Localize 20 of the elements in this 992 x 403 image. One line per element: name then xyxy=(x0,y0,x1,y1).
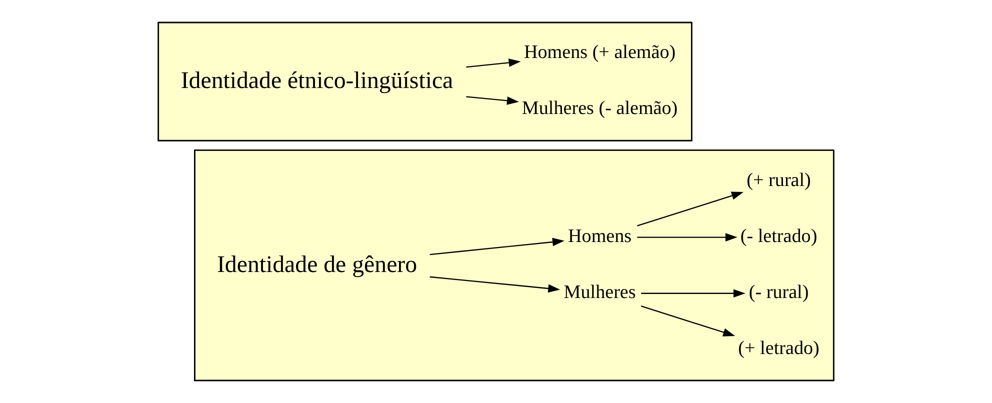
node-text: (- rural) xyxy=(748,282,809,303)
arrow xyxy=(430,276,560,293)
node-text: (- letrado) xyxy=(740,226,818,247)
node-text: (+ letrado) xyxy=(738,338,820,359)
node-text: Identidade de gênero xyxy=(216,252,418,278)
arrow xyxy=(637,233,738,242)
cluster xyxy=(194,149,834,382)
node-text: Mulheres xyxy=(564,282,636,303)
arrow xyxy=(430,238,564,256)
node-text: Homens (+ alemão) xyxy=(524,42,676,64)
node-text: Identidade étnico-lingüística xyxy=(180,68,454,94)
cluster xyxy=(158,22,692,142)
node-text: Homens xyxy=(568,226,632,247)
arrow xyxy=(466,96,519,105)
arrow xyxy=(641,289,746,298)
arrow xyxy=(640,306,736,336)
node-text: (+ rural) xyxy=(746,170,811,191)
arrow xyxy=(636,192,744,226)
node-text: Mulheres (- alemão) xyxy=(522,98,678,120)
arrow xyxy=(466,58,521,68)
